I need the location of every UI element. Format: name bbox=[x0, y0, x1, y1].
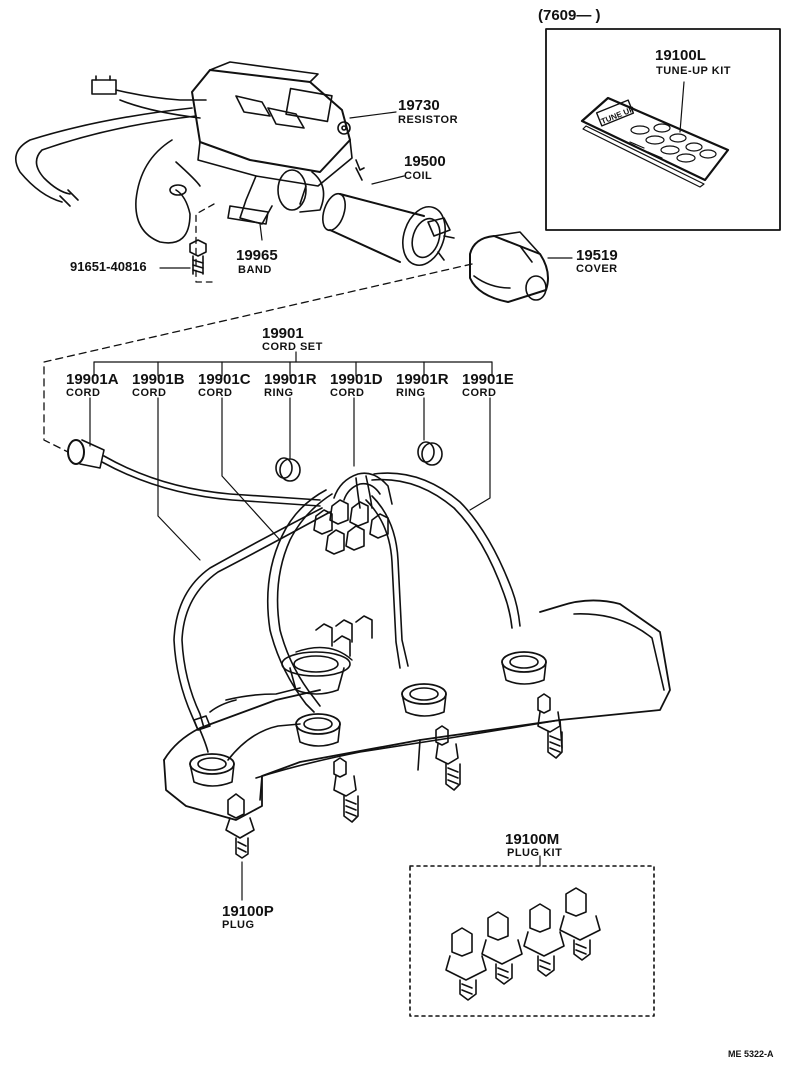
coil-name: COIL bbox=[404, 170, 433, 182]
tune-up-kit-leader bbox=[679, 81, 685, 133]
band-name: BAND bbox=[238, 264, 272, 276]
bolt-drawing bbox=[159, 239, 207, 275]
cord-d-name: CORD bbox=[330, 387, 365, 399]
ring-1-drawing bbox=[275, 457, 301, 482]
installed-plug-3 bbox=[435, 725, 461, 791]
plug-kit-number: 19100M bbox=[505, 831, 560, 848]
cord-e-name: CORD bbox=[462, 387, 497, 399]
cord-c-name: CORD bbox=[198, 387, 233, 399]
band-number: 19965 bbox=[236, 247, 278, 264]
tune-up-kit-group bbox=[545, 28, 781, 231]
coil-number: 19500 bbox=[404, 153, 446, 170]
cord-d-wire bbox=[365, 495, 409, 669]
diagram-code: ME 5322-A bbox=[728, 1049, 774, 1059]
resistor-harness bbox=[14, 75, 207, 244]
resistor-number: 19730 bbox=[398, 97, 440, 114]
kit-plug-3 bbox=[523, 903, 565, 977]
kit-plug-2 bbox=[481, 911, 523, 985]
cord-c-number: 19901C bbox=[198, 371, 251, 388]
cord-set-bracket bbox=[89, 351, 493, 561]
tune-up-kit-frame bbox=[545, 28, 781, 231]
ring-1-name: RING bbox=[264, 387, 294, 399]
bolt-number: 91651-40816 bbox=[70, 259, 147, 274]
cylinder-head bbox=[163, 599, 671, 821]
cord-set-number: 19901 bbox=[262, 325, 304, 342]
plug-kit-group bbox=[409, 855, 655, 1017]
installed-plug-2 bbox=[333, 757, 359, 823]
cord-a-drawing bbox=[67, 439, 321, 507]
installed-plug-4 bbox=[537, 693, 563, 759]
ring-2-drawing bbox=[417, 441, 443, 466]
tune-up-kit-card-label: TUNE UP bbox=[600, 104, 637, 126]
cord-set-name: CORD SET bbox=[262, 341, 323, 353]
coil-drawing bbox=[322, 159, 455, 266]
tune-up-kit-number: 19100L bbox=[655, 47, 706, 64]
resistor-leader bbox=[349, 111, 397, 119]
ring-2-number: 19901R bbox=[396, 371, 449, 388]
boot-1 bbox=[189, 753, 235, 787]
boot-2 bbox=[295, 713, 341, 747]
cord-c-wire bbox=[266, 489, 333, 713]
cord-b-wire bbox=[173, 507, 331, 753]
cord-a-number: 19901A bbox=[66, 371, 119, 388]
date-range: (7609— ) bbox=[538, 7, 601, 24]
plug-kit-name: PLUG KIT bbox=[507, 847, 563, 859]
ring-2-name: RING bbox=[396, 387, 426, 399]
cord-e-wire bbox=[371, 472, 521, 629]
band-leader bbox=[259, 223, 263, 241]
cover-number: 19519 bbox=[576, 247, 618, 264]
plug-name: PLUG bbox=[222, 919, 255, 931]
cord-a-name: CORD bbox=[66, 387, 101, 399]
plug-kit-frame bbox=[409, 865, 655, 1017]
cord-b-number: 19901B bbox=[132, 371, 185, 388]
plug-drawing bbox=[225, 793, 255, 901]
boot-4 bbox=[501, 651, 547, 685]
tune-up-kit-name: TUNE-UP KIT bbox=[656, 65, 731, 77]
cord-d-number: 19901D bbox=[330, 371, 383, 388]
kit-plug-1 bbox=[445, 927, 487, 1001]
distributor-cap bbox=[313, 472, 393, 555]
boot-3 bbox=[401, 683, 447, 717]
coil-to-cord-dashed bbox=[43, 263, 473, 453]
cord-e-number: 19901E bbox=[462, 371, 514, 388]
plug-number: 19100P bbox=[222, 903, 274, 920]
resistor-name: RESISTOR bbox=[398, 114, 459, 126]
resistor-assembly bbox=[191, 61, 397, 225]
tune-up-kit-card bbox=[580, 96, 730, 188]
cord-b-name: CORD bbox=[132, 387, 167, 399]
band-dashed-bracket bbox=[195, 203, 215, 283]
cover-name: COVER bbox=[576, 263, 618, 275]
ring-1-number: 19901R bbox=[264, 371, 317, 388]
cover-drawing bbox=[469, 231, 573, 303]
kit-plug-4 bbox=[559, 887, 601, 961]
